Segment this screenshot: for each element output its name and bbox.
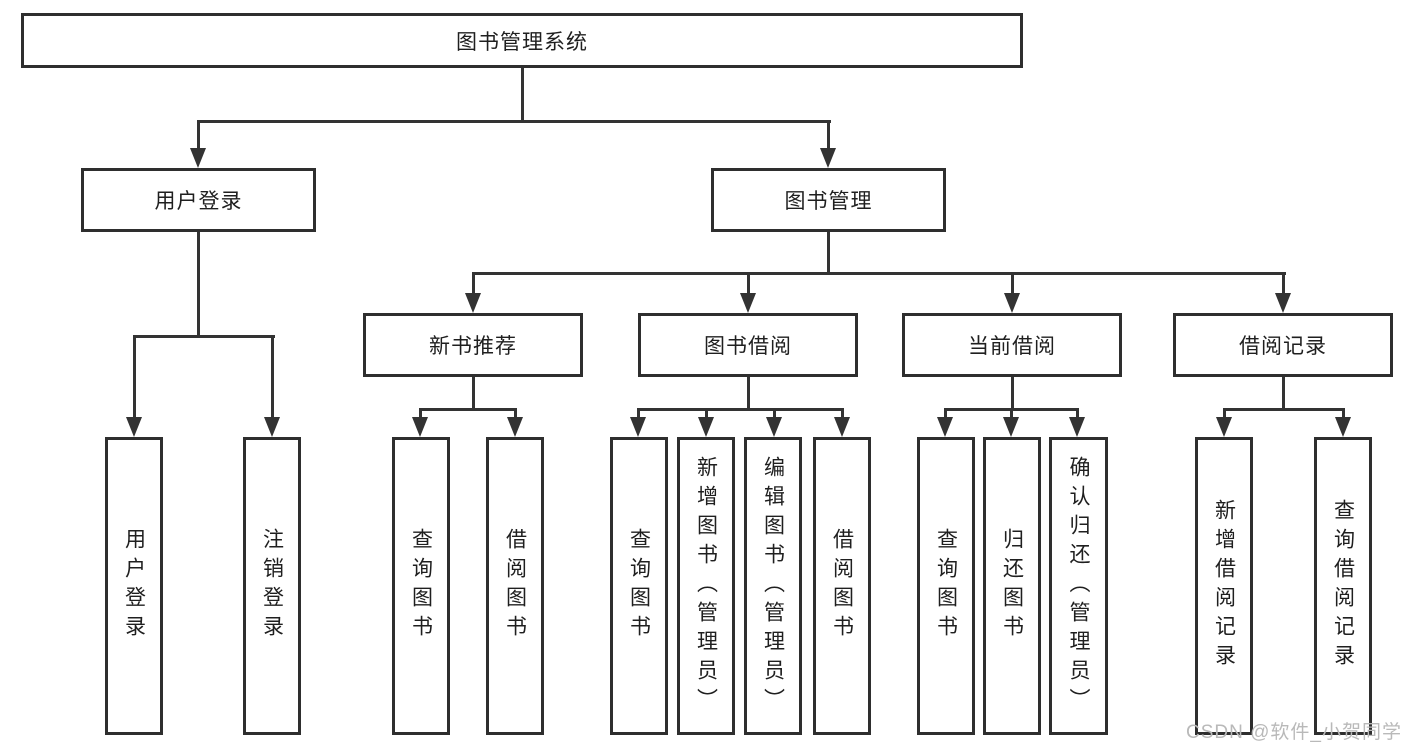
arrow-down-icon <box>412 417 428 437</box>
arrow-down-icon <box>190 148 206 168</box>
arrow-down-icon <box>264 417 280 437</box>
connector-to-login-action <box>133 335 136 419</box>
connector-book-borrow-trunk <box>747 377 750 408</box>
connector-leaf <box>841 408 844 419</box>
arrow-down-icon <box>834 417 850 437</box>
leaf-edit-books-admin: 编辑图书（管理员） <box>744 437 802 735</box>
node-borrowing-records: 借阅记录 <box>1173 313 1393 377</box>
arrow-down-icon <box>820 148 836 168</box>
connector-leaf <box>419 408 422 419</box>
arrow-down-icon <box>698 417 714 437</box>
node-book-management: 图书管理 <box>711 168 946 232</box>
connector-book-mgmt-trunk <box>827 232 830 272</box>
arrow-down-icon <box>1275 293 1291 313</box>
leaf-borrow-books-1: 借阅图书 <box>486 437 544 735</box>
connector-leaf <box>944 408 947 419</box>
connector-leaf <box>1010 408 1013 419</box>
leaf-borrow-books-2: 借阅图书 <box>813 437 871 735</box>
leaf-return-books: 归还图书 <box>983 437 1041 735</box>
arrow-down-icon <box>465 293 481 313</box>
connector-to-current-borrow <box>1011 272 1014 295</box>
arrow-down-icon <box>740 293 756 313</box>
connector-user-login-trunk <box>197 232 200 335</box>
connector-leaf <box>773 408 776 419</box>
leaf-user-login: 用户登录 <box>105 437 163 735</box>
connector-user-login-split <box>133 335 275 338</box>
connector-to-borrow-records <box>1282 272 1285 295</box>
connector-leaf <box>1342 408 1345 419</box>
leaf-confirm-return-admin: 确认归还（管理员） <box>1049 437 1108 735</box>
arrow-down-icon <box>1335 417 1351 437</box>
connector-leaf <box>637 408 640 419</box>
leaf-query-borrow-record: 查询借阅记录 <box>1314 437 1372 735</box>
connector-leaf <box>705 408 708 419</box>
connector-root-trunk <box>521 68 524 120</box>
arrow-down-icon <box>1216 417 1232 437</box>
leaf-logout: 注销登录 <box>243 437 301 735</box>
connector-to-logout-action <box>271 335 274 419</box>
arrow-down-icon <box>937 417 953 437</box>
leaf-query-books-2: 查询图书 <box>610 437 668 735</box>
connector-current-borrow-trunk <box>1011 377 1014 408</box>
node-current-borrowing: 当前借阅 <box>902 313 1122 377</box>
csdn-watermark: CSDN @软件_小贺同学 <box>1186 722 1402 743</box>
connector-to-new-book-rec <box>472 272 475 295</box>
connector-book-mgmt-split <box>472 272 1286 275</box>
connector-borrow-records-trunk <box>1282 377 1285 408</box>
connector-new-book-split <box>419 408 517 411</box>
node-book-borrowing: 图书借阅 <box>638 313 858 377</box>
connector-new-book-trunk <box>472 377 475 408</box>
connector-leaf <box>514 408 517 419</box>
node-library-management-system: 图书管理系统 <box>21 13 1023 68</box>
arrow-down-icon <box>1003 417 1019 437</box>
connector-leaf <box>1076 408 1079 419</box>
arrow-down-icon <box>766 417 782 437</box>
arrow-down-icon <box>126 417 142 437</box>
leaf-query-books-3: 查询图书 <box>917 437 975 735</box>
connector-to-book-mgmt <box>827 120 830 150</box>
leaf-add-borrow-record: 新增借阅记录 <box>1195 437 1253 735</box>
arrow-down-icon <box>1004 293 1020 313</box>
arrow-down-icon <box>507 417 523 437</box>
connector-to-user-login <box>197 120 200 150</box>
leaf-add-books-admin: 新增图书（管理员） <box>677 437 735 735</box>
leaf-query-books-1: 查询图书 <box>392 437 450 735</box>
connector-root-split <box>197 120 831 123</box>
connector-borrow-records-split <box>1223 408 1344 411</box>
connector-to-book-borrow <box>747 272 750 295</box>
node-user-login: 用户登录 <box>81 168 316 232</box>
arrow-down-icon <box>630 417 646 437</box>
connector-book-borrow-split <box>637 408 844 411</box>
arrow-down-icon <box>1069 417 1085 437</box>
connector-leaf <box>1223 408 1226 419</box>
node-new-book-recommend: 新书推荐 <box>363 313 583 377</box>
